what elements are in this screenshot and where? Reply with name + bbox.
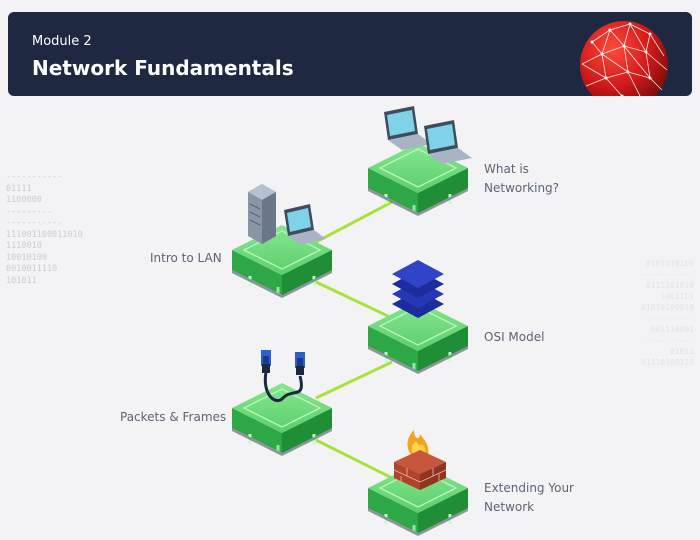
server-and-laptop-icon: [248, 184, 326, 245]
layers-stack-icon: [392, 260, 444, 318]
platform-packets-frames: [230, 381, 334, 458]
connector-line: [315, 200, 393, 244]
usb-cable-icon: [261, 350, 305, 403]
node-label-intro-to-lan[interactable]: Intro to LAN: [150, 251, 222, 265]
node-label-what-is-networking[interactable]: What is Networking?: [484, 162, 560, 195]
binary-decoration-right: 0101010100 ----------- 0111101010 100110…: [641, 259, 694, 367]
module-label: Module 2: [32, 34, 92, 49]
connector-line: [315, 280, 393, 320]
node-label-extending-network[interactable]: Extending Your Network: [484, 481, 574, 514]
module-title: Network Fundamentals: [32, 56, 294, 80]
binary-decoration-left: ----------- 01111 1100000 --------- ----…: [6, 172, 83, 286]
connector-line: [315, 360, 393, 400]
network-sphere-icon: [572, 12, 672, 96]
node-label-osi-model[interactable]: OSI Model: [484, 330, 545, 344]
node-label-packets-frames[interactable]: Packets & Frames: [120, 410, 227, 424]
connector-line: [315, 438, 393, 480]
laptops-icon: [384, 106, 472, 164]
firewall-icon: [393, 430, 447, 490]
module-banner: Module 2 Network Fundamentals: [8, 12, 692, 96]
